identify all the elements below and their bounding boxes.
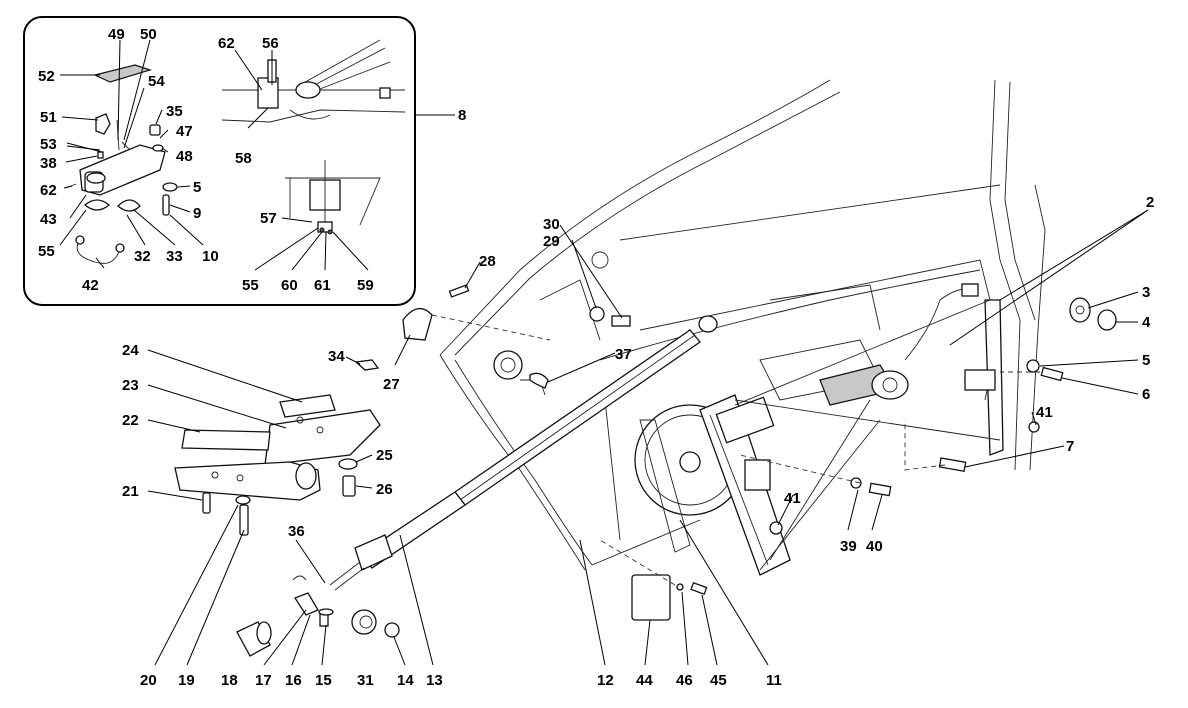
callout-45: 45 [710, 672, 727, 689]
callout-31: 31 [357, 672, 374, 689]
window-regulator-drawing [639, 283, 1004, 576]
callout-29: 29 [543, 233, 560, 250]
callout-57: 57 [260, 210, 277, 227]
latch-detail-bottom-drawing [285, 160, 381, 235]
callout-24: 24 [122, 342, 139, 359]
callout-12: 12 [597, 672, 614, 689]
callout-28: 28 [479, 253, 496, 270]
callout-46: 46 [676, 672, 693, 689]
callout-23: 23 [122, 377, 139, 394]
callout-51: 51 [40, 109, 57, 126]
callout-20: 20 [140, 672, 157, 689]
callout-26: 26 [376, 481, 393, 498]
callout-16: 16 [285, 672, 302, 689]
alignment-lines [431, 314, 1040, 586]
callout-labels: 49 50 52 54 51 35 47 53 48 38 62 5 9 43 … [38, 26, 1154, 689]
callout-9: 9 [193, 205, 201, 222]
hinge-assembly-drawing [174, 394, 381, 536]
callout-59: 59 [357, 277, 374, 294]
callout-22: 22 [122, 412, 139, 429]
callout-15: 15 [315, 672, 332, 689]
callout-19: 19 [178, 672, 195, 689]
callout-52: 52 [38, 68, 55, 85]
callout-56: 56 [262, 35, 279, 52]
callout-10: 10 [202, 248, 219, 265]
callout-35: 35 [166, 103, 183, 120]
small-parts-drawing [354, 284, 1117, 621]
callout-27: 27 [383, 376, 400, 393]
callout-55-left: 55 [38, 243, 55, 260]
callout-40: 40 [866, 538, 883, 555]
callout-6: 6 [1142, 386, 1150, 403]
callout-37: 37 [615, 346, 632, 363]
callout-62-left: 62 [40, 182, 57, 199]
callout-49: 49 [108, 26, 125, 43]
callout-38: 38 [40, 155, 57, 172]
callout-54: 54 [148, 73, 165, 90]
callout-30: 30 [543, 216, 560, 233]
callout-61: 61 [314, 277, 331, 294]
callout-60: 60 [281, 277, 298, 294]
callout-7: 7 [1066, 438, 1074, 455]
callout-39: 39 [840, 538, 857, 555]
callout-18: 18 [221, 672, 238, 689]
detail-inset [23, 16, 455, 306]
callout-36: 36 [288, 523, 305, 540]
callout-8: 8 [458, 107, 466, 124]
callout-34: 34 [328, 348, 345, 365]
callout-21: 21 [122, 483, 139, 500]
check-strut-drawing [236, 315, 718, 657]
callout-55-right: 55 [242, 277, 259, 294]
check-strap-assembly-drawing [65, 64, 178, 264]
callout-33: 33 [166, 248, 183, 265]
callout-3: 3 [1142, 284, 1150, 301]
callout-47: 47 [176, 123, 193, 140]
callout-13: 13 [426, 672, 443, 689]
callout-41-center: 41 [784, 490, 801, 507]
callout-11: 11 [766, 672, 782, 689]
callout-25: 25 [376, 447, 393, 464]
callout-5-inset: 5 [193, 179, 201, 196]
callout-32: 32 [134, 248, 151, 265]
callout-2: 2 [1146, 194, 1154, 211]
callout-14: 14 [397, 672, 414, 689]
callout-58: 58 [235, 150, 252, 167]
callout-44: 44 [636, 672, 653, 689]
main-leaders [147, 209, 1149, 666]
callout-5: 5 [1142, 352, 1150, 369]
callout-41-right: 41 [1036, 404, 1053, 421]
inset-leaders [59, 39, 369, 271]
callout-62-right: 62 [218, 35, 235, 52]
callout-4: 4 [1142, 314, 1151, 331]
callout-50: 50 [140, 26, 157, 43]
callout-42: 42 [82, 277, 99, 294]
callout-48: 48 [176, 148, 193, 165]
callout-43: 43 [40, 211, 57, 228]
callout-17: 17 [255, 672, 272, 689]
callout-53: 53 [40, 136, 57, 153]
